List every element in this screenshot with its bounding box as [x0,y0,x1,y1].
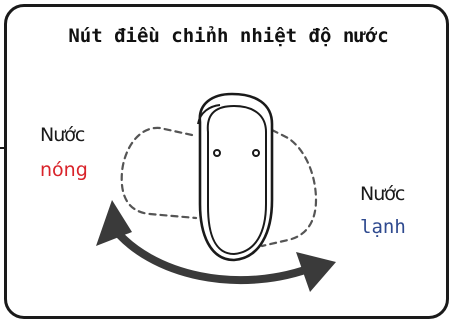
double-arrow-icon [96,200,336,292]
cold-position-outline [260,128,318,248]
cold-label-line2: lạnh [360,216,406,238]
faucet-handle-icon [197,92,274,262]
hot-label-line2: nóng [40,159,88,181]
edge-tick [0,147,7,149]
cold-water-label: Nước lạnh [360,182,406,239]
hot-position-outline [120,126,198,220]
hot-water-label: Nước nóng [40,123,88,182]
diagram-title: Nút điều chỉnh nhiệt độ nước [68,25,389,47]
hot-label-line1: Nước [40,124,85,146]
cold-label-line1: Nước [360,183,405,205]
